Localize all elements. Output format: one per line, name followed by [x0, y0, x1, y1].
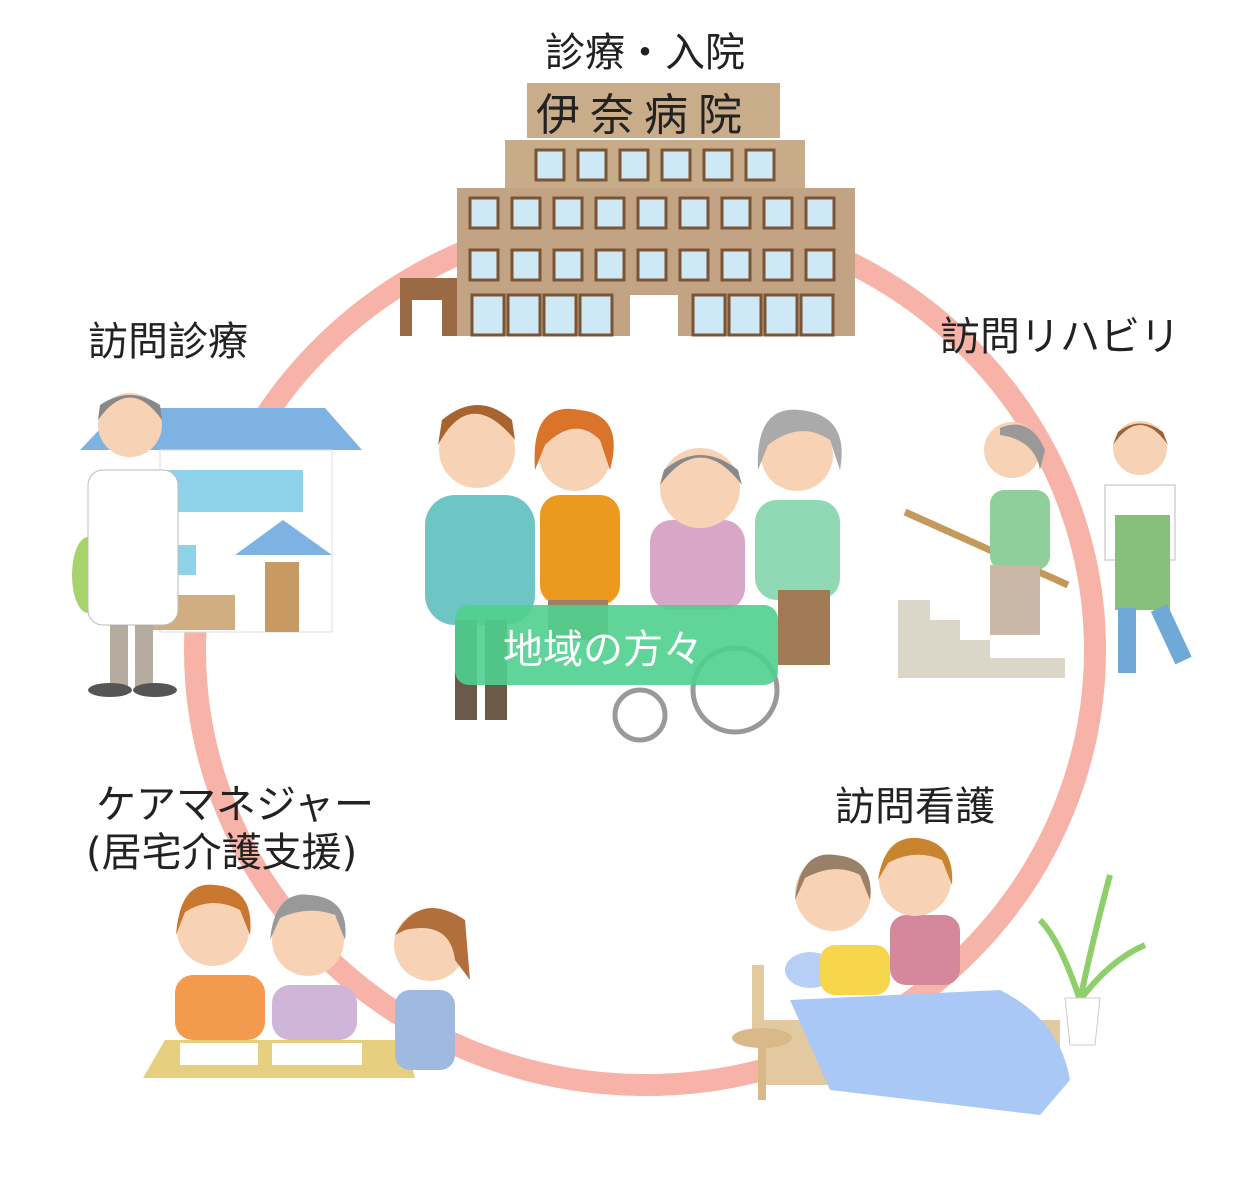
hospital-window: [804, 196, 836, 230]
label-home-nursing: 訪問看護: [835, 784, 995, 830]
hospital-window: [678, 248, 710, 282]
hospital-sign: [527, 83, 780, 138]
hospital-window: [636, 196, 668, 230]
hospital-window: [691, 293, 727, 337]
label-care-manager: ケアマネジャー: [96, 782, 374, 828]
hospital-window: [702, 148, 734, 182]
hospital-illustration: [400, 83, 855, 337]
label-home-rehab: 訪問リハビリ: [940, 314, 1180, 360]
hospital-window: [678, 196, 710, 230]
nursing-illustration: [732, 837, 1147, 1115]
hospital-window: [762, 248, 794, 282]
hospital-window: [576, 148, 608, 182]
hospital-window: [534, 148, 566, 182]
hospital-window: [578, 293, 614, 337]
hospital-window: [744, 148, 776, 182]
hospital-window: [720, 196, 752, 230]
hospital-window: [506, 293, 542, 337]
center-label: 地域の方々: [503, 627, 703, 673]
community-people-illustration: [425, 405, 842, 743]
doctor-house-illustration: [72, 393, 362, 697]
hospital-window: [552, 196, 584, 230]
hospital-window: [468, 248, 500, 282]
hospital-window: [510, 196, 542, 230]
hospital-window: [470, 293, 506, 337]
hospital-window: [763, 293, 799, 337]
care-manager-illustration: [143, 884, 470, 1078]
rehab-illustration: [898, 421, 1192, 678]
label-care-manager-sub: (居宅介護支援): [86, 830, 357, 876]
hospital-window: [618, 148, 650, 182]
hospital-window: [510, 248, 542, 282]
hospital-entrance: [630, 295, 678, 336]
hospital-window: [542, 293, 578, 337]
hospital-sign-text: 伊奈病院: [536, 90, 752, 141]
hospital-window: [799, 293, 835, 337]
hospital-window: [660, 148, 692, 182]
hospital-window: [468, 196, 500, 230]
hospital-window: [594, 248, 626, 282]
hospital-window: [727, 293, 763, 337]
hospital-window: [636, 248, 668, 282]
center-badge: [455, 605, 778, 685]
label-home-visit-medical: 訪問診療: [88, 319, 248, 365]
hospital-window: [804, 248, 836, 282]
hospital-window: [594, 196, 626, 230]
hospital-window: [720, 248, 752, 282]
hospital-window: [552, 248, 584, 282]
hospital-heading: 診療・入院: [545, 30, 745, 76]
hospital-window: [762, 196, 794, 230]
